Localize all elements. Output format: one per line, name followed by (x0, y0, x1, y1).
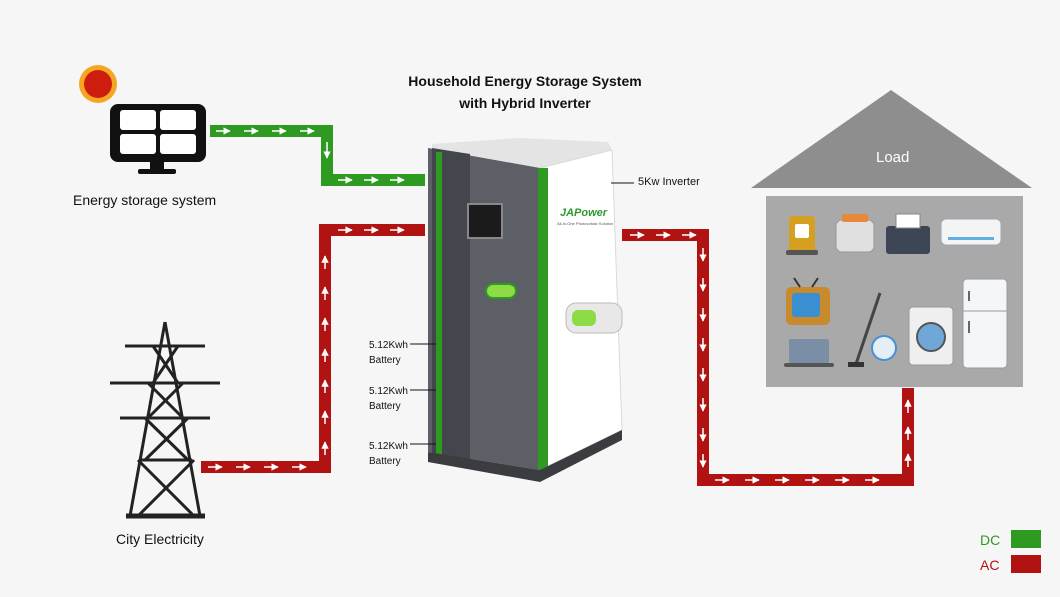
load-label: Load (876, 149, 910, 166)
sun-icon (79, 65, 117, 103)
legend-dc-swatch (1011, 530, 1041, 548)
battery-label-1: 5.12Kwh Battery (369, 338, 408, 368)
callout-lines (410, 182, 634, 445)
battery-name: Battery (369, 355, 401, 366)
printer-icon (886, 213, 930, 254)
battery-label-3: 5.12Kwh Battery (369, 439, 408, 469)
legend-ac-swatch (1011, 555, 1041, 573)
kettle-icon (786, 216, 818, 255)
dc-flow-line (210, 125, 425, 186)
battery-name: Battery (369, 456, 401, 467)
storage-cabinet (428, 138, 623, 482)
brand-logo: JAPower (560, 207, 608, 219)
battery-capacity: 5.12Kwh (369, 340, 408, 351)
ac-flow-line-grid (201, 224, 425, 473)
laptop-icon (784, 339, 834, 367)
ac-flow-line-load (622, 229, 914, 486)
legend-dc-label: DC (980, 532, 1001, 548)
battery-name: Battery (369, 401, 401, 412)
transmission-tower-icon (110, 321, 220, 519)
refrigerator-icon (962, 278, 1008, 369)
inverter-label: 5Kw Inverter (638, 176, 700, 188)
brand-tagline: All-in-One Photovoltaic Solution (557, 221, 614, 226)
vacuum-cleaner-icon (848, 292, 897, 367)
diagram-title: Household Energy Storage System (408, 73, 642, 89)
house-roof (751, 90, 1032, 188)
diagram-subtitle: with Hybrid Inverter (459, 95, 591, 111)
solar-label: Energy storage system (73, 192, 217, 208)
television-icon (786, 277, 830, 325)
battery-label-2: 5.12Kwh Battery (369, 384, 408, 414)
air-conditioner-icon (940, 218, 1002, 246)
battery-capacity: 5.12Kwh (369, 386, 408, 397)
legend-ac-label: AC (980, 557, 1000, 573)
toaster-icon (835, 214, 875, 253)
city-electricity-label: City Electricity (116, 531, 204, 547)
washing-machine-icon (908, 306, 954, 366)
battery-capacity: 5.12Kwh (369, 441, 408, 452)
solar-panel-icon (110, 104, 206, 174)
